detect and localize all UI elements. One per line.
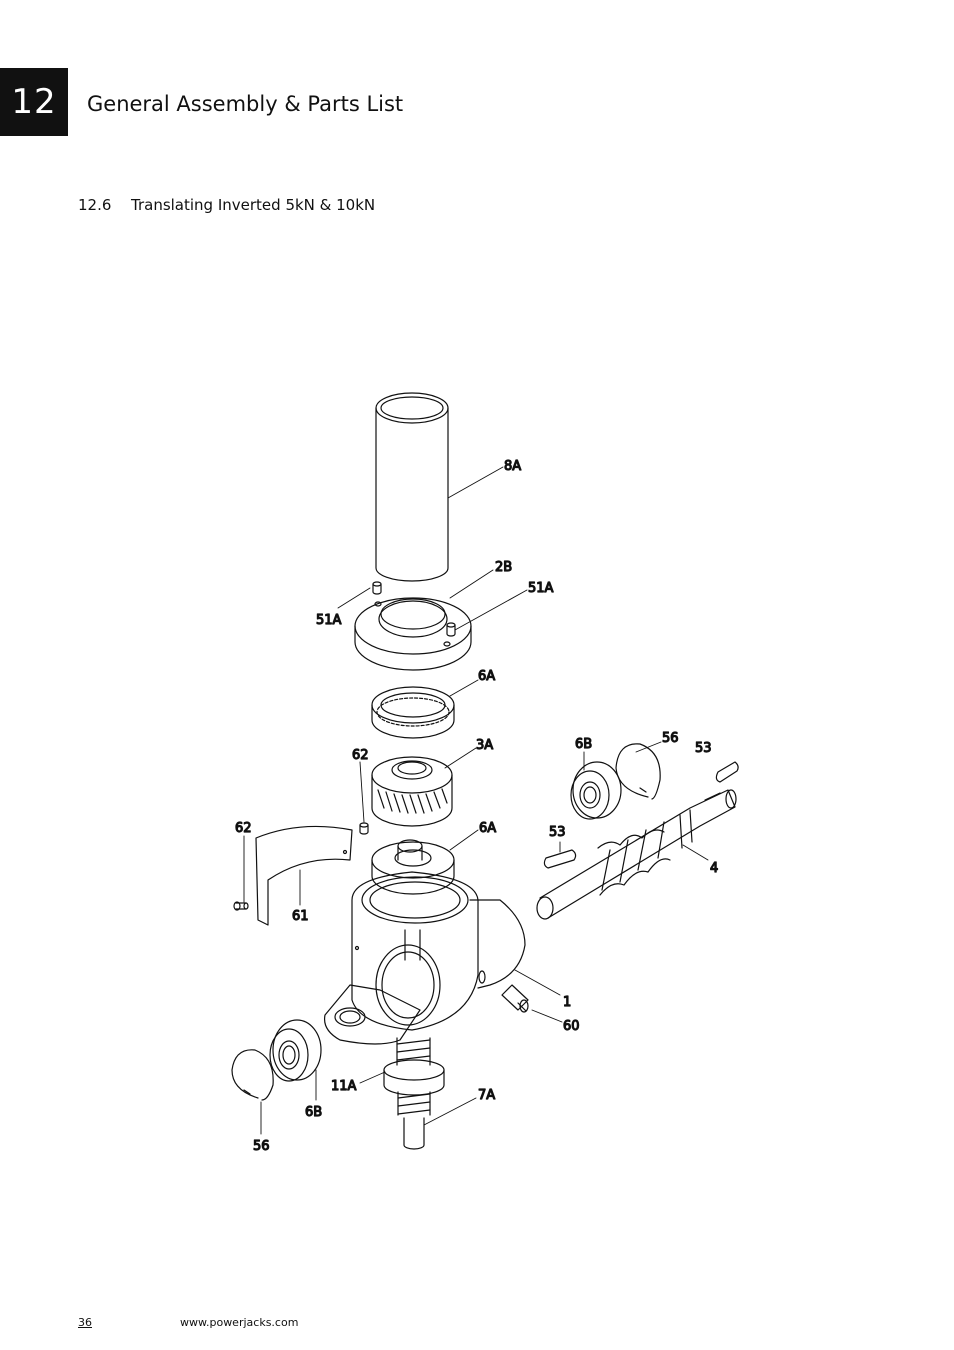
- callout-51A-right: 51A: [528, 581, 554, 596]
- section-title: Translating Inverted 5kN & 10kN: [131, 196, 376, 214]
- callout-6B-right: 6B: [575, 737, 592, 752]
- callout-53-left: 53: [549, 825, 566, 840]
- part-pin-left: [233, 901, 249, 911]
- leader-lines: [243, 466, 709, 1135]
- callout-3A: 3A: [476, 738, 493, 753]
- part-pin-upper: [359, 822, 369, 835]
- callout-7A: 7A: [478, 1088, 495, 1103]
- part-grub-screw-right: [446, 622, 456, 637]
- callout-53-right: 53: [695, 741, 712, 756]
- callout-6A-upper: 6A: [478, 669, 495, 684]
- callout-1: 1: [563, 995, 571, 1010]
- callout-8A: 8A: [504, 459, 521, 474]
- part-grease-nipple: [501, 984, 529, 1013]
- callout-56-right: 56: [662, 731, 679, 746]
- part-grub-screw-left: [372, 581, 382, 595]
- callout-56-left: 56: [253, 1139, 270, 1154]
- section-heading: 12.6 Translating Inverted 5kN & 10kN: [78, 196, 375, 214]
- part-cover-band: [255, 825, 353, 926]
- part-cover-tube: [375, 392, 449, 582]
- part-lifting-screw: [383, 1037, 445, 1150]
- callout-6A-lower: 6A: [479, 821, 496, 836]
- part-key-right: [715, 761, 739, 783]
- part-thrust-bearing-upper: [371, 686, 455, 739]
- part-bearing-right: [570, 761, 622, 820]
- callout-4: 4: [710, 861, 718, 876]
- part-worm-shaft: [536, 789, 737, 920]
- callout-6B-left: 6B: [305, 1105, 322, 1120]
- callout-62-left: 62: [235, 821, 252, 836]
- footer-website-link[interactable]: www.powerjacks.com: [180, 1316, 299, 1329]
- part-key-left: [543, 849, 577, 869]
- callout-61: 61: [292, 909, 309, 924]
- callout-60: 60: [563, 1019, 580, 1034]
- callout-51A-left: 51A: [316, 613, 342, 628]
- part-circlip-right: [615, 743, 661, 800]
- exploded-assembly-drawing: 8A 2B 51A 51A 6A 3A 62 6B 56 53 62 6A 53…: [231, 392, 739, 1155]
- chapter-number-badge: 12: [0, 68, 68, 136]
- callout-2B: 2B: [495, 560, 512, 575]
- part-bearing-left: [269, 1019, 322, 1082]
- part-gearbox-housing: [323, 871, 526, 1045]
- footer-page-number[interactable]: 36: [78, 1316, 92, 1329]
- part-thrust-bearing-lower: [371, 839, 455, 895]
- page-title: General Assembly & Parts List: [87, 92, 404, 116]
- section-number: 12.6: [78, 196, 112, 214]
- part-top-cover: [354, 597, 472, 671]
- part-worm-wheel: [371, 756, 453, 827]
- chapter-number: 12: [11, 82, 57, 122]
- callout-62-upper: 62: [352, 748, 369, 763]
- callout-11A: 11A: [331, 1079, 357, 1094]
- part-circlip-left: [231, 1049, 274, 1101]
